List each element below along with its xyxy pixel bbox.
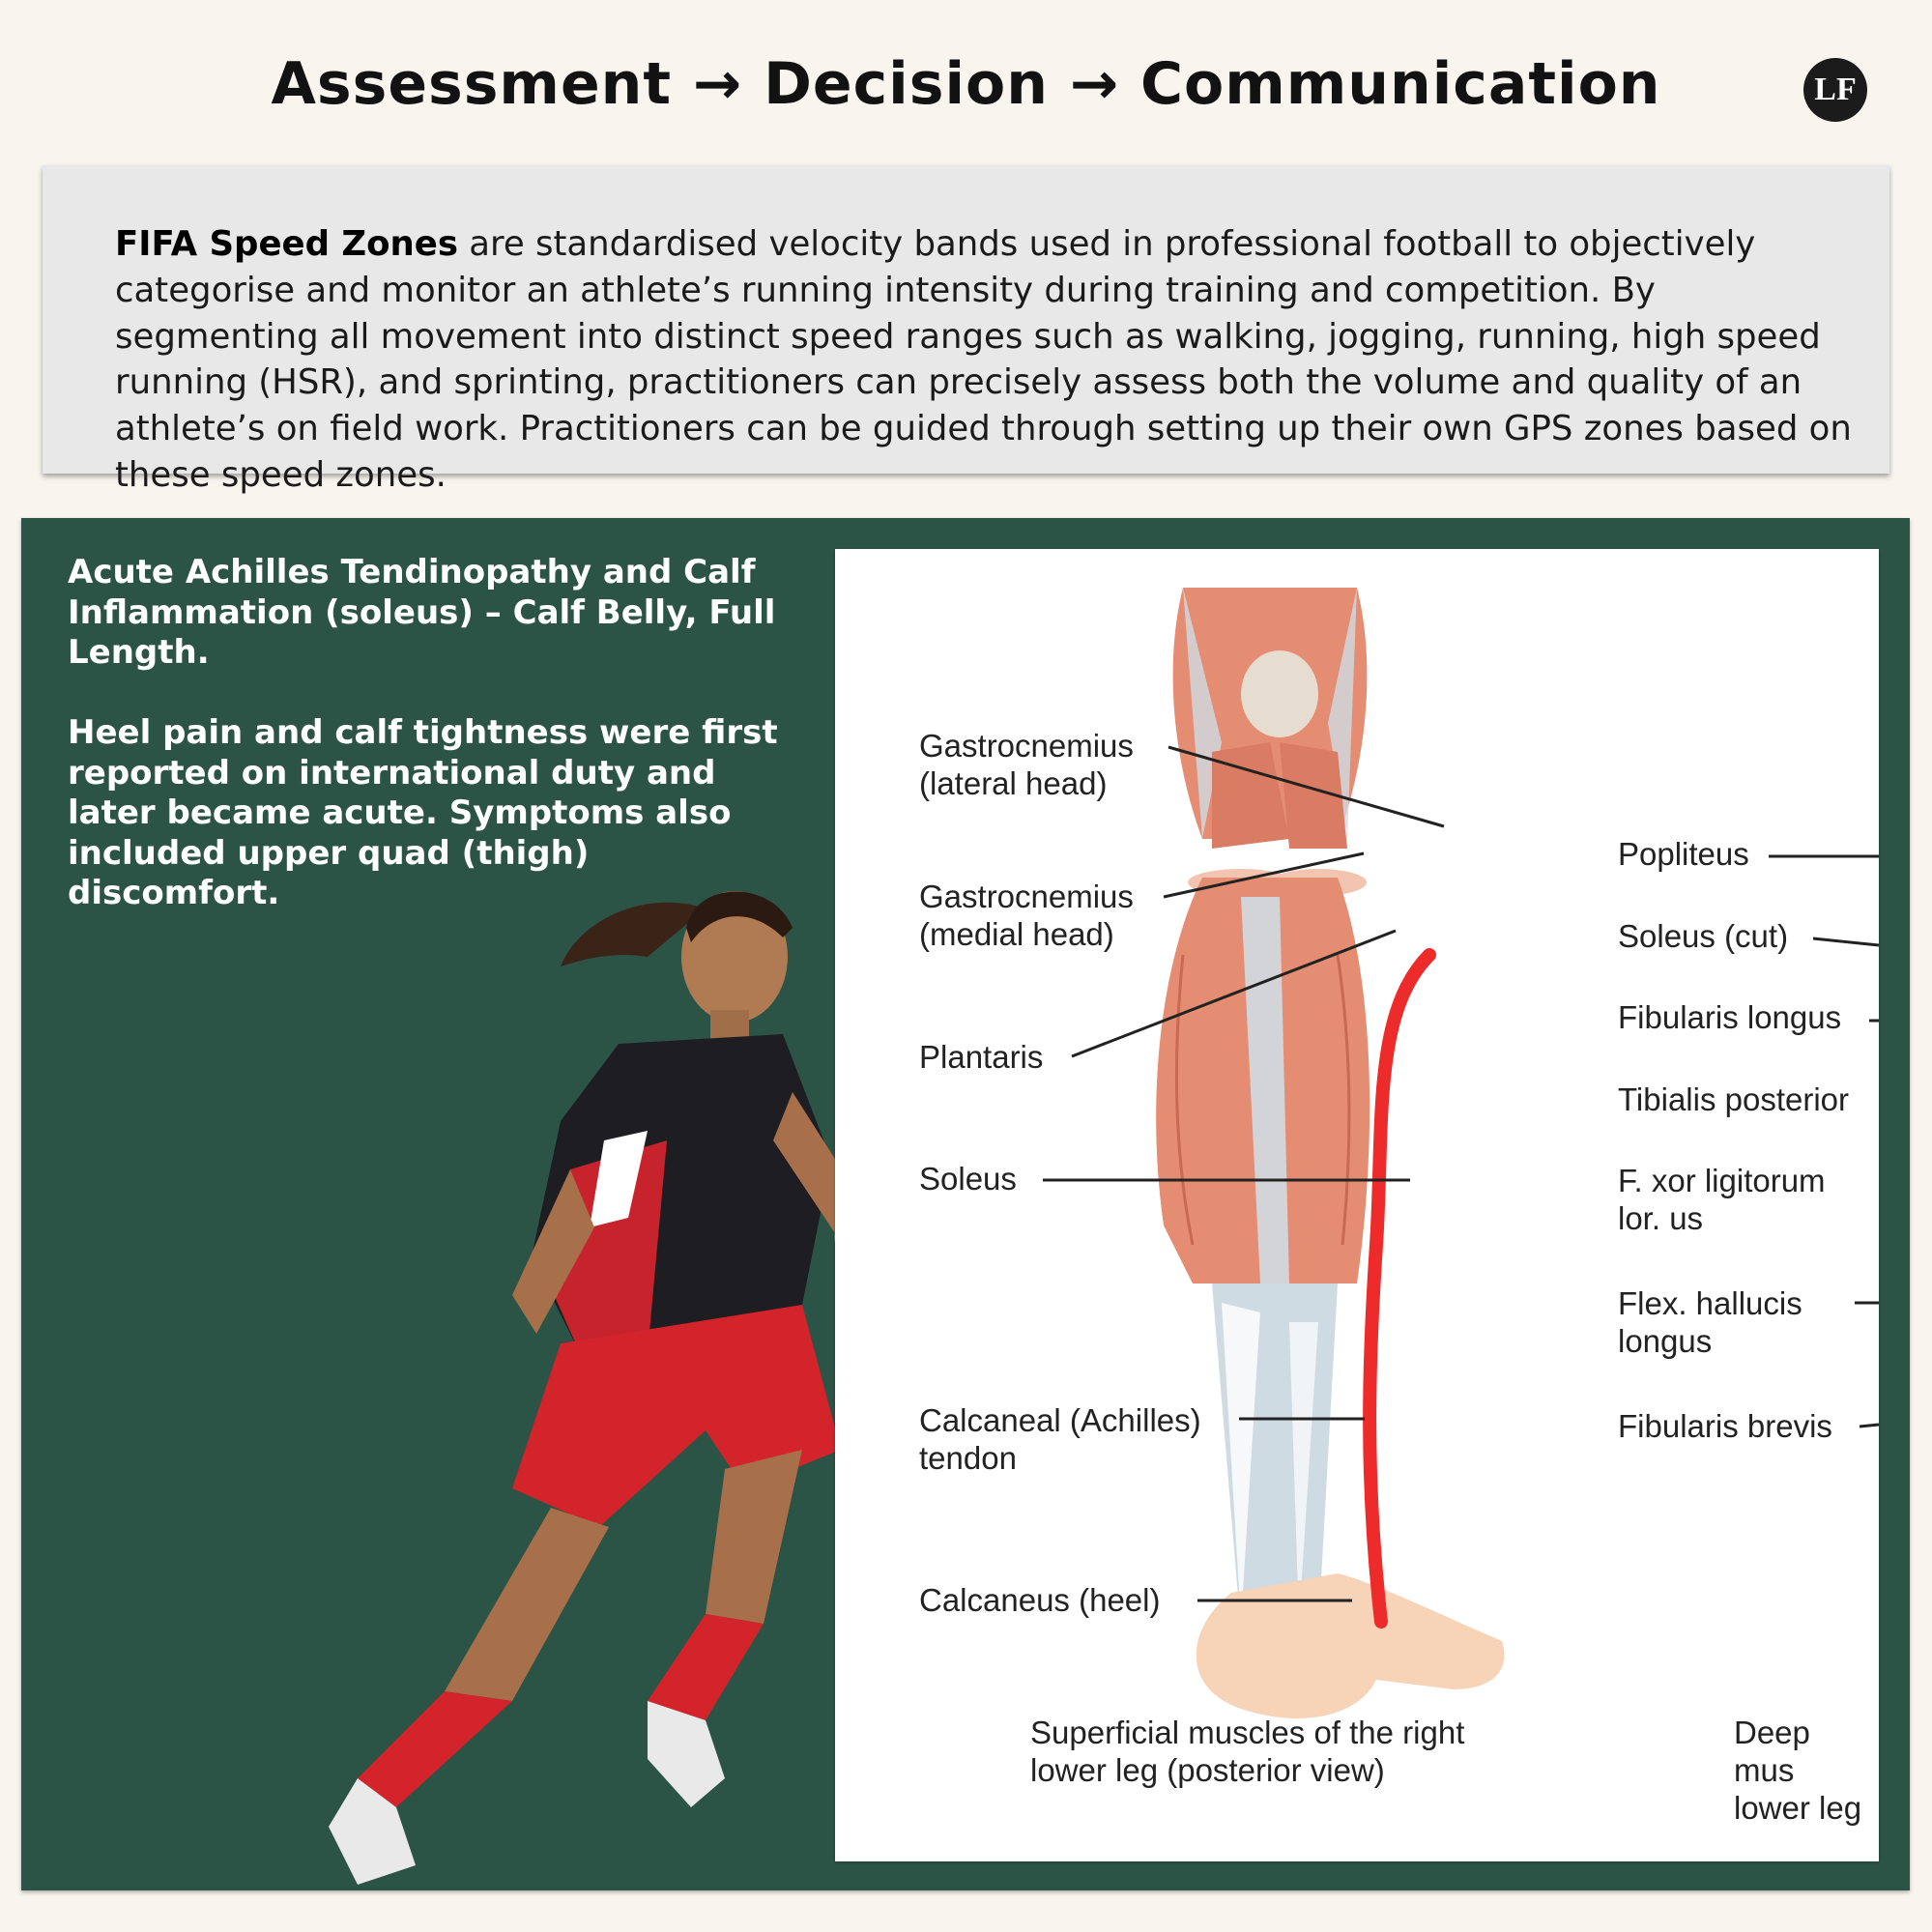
intro-lead: FIFA Speed Zones (115, 224, 458, 264)
leg-illustration (1043, 588, 1879, 1718)
player-illustration (329, 891, 877, 1885)
case-title: Acute Achilles Tendinopathy and Calf Inf… (68, 553, 776, 672)
caption-deep: Deep mus lower leg (1734, 1714, 1879, 1827)
label-gastrocnemius-lateral: Gastrocnemius (lateral head) (919, 727, 1134, 802)
label-soleus-cut: Soleus (cut) (1618, 918, 1789, 954)
label-text: Flex. hallucis longus (1618, 1285, 1802, 1359)
label-soleus: Soleus (919, 1161, 1017, 1197)
label-text: Gastrocnemius (lateral head) (919, 728, 1134, 801)
label-flexor-digitorum: F. xor ligitorum lor. us (1618, 1162, 1826, 1237)
caption-text: Deep mus lower leg (1734, 1715, 1862, 1826)
label-text: F. xor ligitorum lor. us (1618, 1163, 1826, 1236)
case-description: Heel pain and calf tightness were first … (68, 713, 778, 912)
label-flexor-hallucis: Flex. hallucis longus (1618, 1284, 1802, 1360)
label-tibialis-posterior: Tibialis posterior (1618, 1081, 1850, 1117)
caption-text: Superficial muscles of the right lower l… (1030, 1715, 1465, 1788)
label-text: Calcaneal (Achilles) tendon (919, 1402, 1201, 1476)
label-calcaneal-tendon: Calcaneal (Achilles) tendon (919, 1401, 1201, 1477)
brand-logo: LF (1803, 58, 1867, 122)
label-plantaris: Plantaris (919, 1039, 1044, 1075)
label-fibularis-longus: Fibularis longus (1618, 999, 1842, 1035)
caption-superficial: Superficial muscles of the right lower l… (1030, 1714, 1464, 1789)
label-calcaneus: Calcaneus (heel) (919, 1582, 1161, 1618)
label-popliteus: Popliteus (1618, 836, 1749, 872)
intro-text: are standardised velocity bands used in … (115, 224, 1852, 495)
label-text: Gastrocnemius (medial head) (919, 879, 1134, 952)
highlight-stroke (1363, 948, 1436, 1629)
page-title: Assessment → Decision → Communication (271, 50, 1661, 118)
intro-box: FIFA Speed Zones are standardised veloci… (43, 165, 1889, 495)
calf-anatomy-diagram: Gastrocnemius (lateral head) Gastrocnemi… (835, 549, 1879, 1861)
label-gastrocnemius-medial: Gastrocnemius (medial head) (919, 878, 1134, 953)
label-fibularis-brevis: Fibularis brevis (1618, 1408, 1832, 1444)
